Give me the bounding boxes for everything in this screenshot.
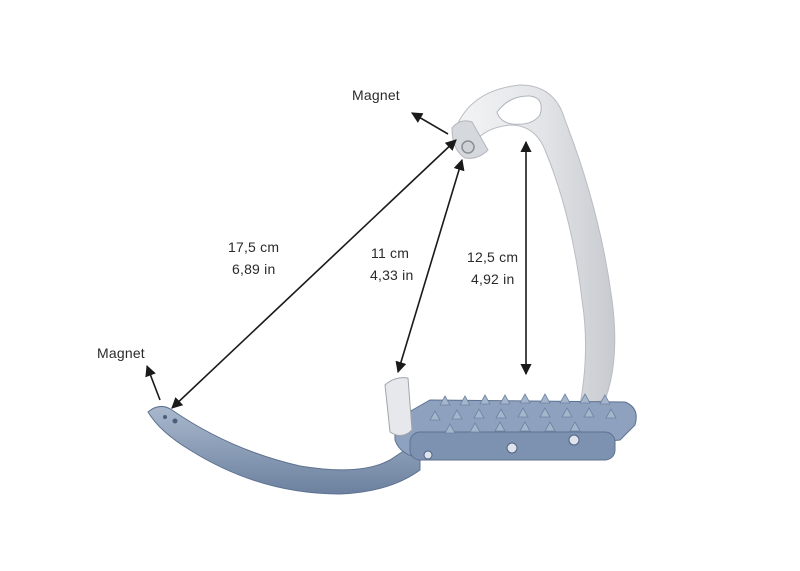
diagonal-cm-label: 17,5 cm bbox=[228, 239, 280, 255]
right-cm-label: 12,5 cm bbox=[467, 249, 519, 265]
stirrup-arch bbox=[451, 84, 616, 406]
magnet-top-label: Magnet bbox=[352, 87, 400, 103]
arrow-magnet-left bbox=[145, 364, 161, 401]
right-in-label: 4,92 in bbox=[471, 271, 515, 287]
middle-cm-label: 11 cm bbox=[371, 245, 410, 261]
arrow-magnet-top bbox=[411, 112, 449, 135]
magnet-left-icon bbox=[172, 418, 178, 424]
magnet-left-label: Magnet bbox=[97, 345, 145, 361]
magnet-top-icon bbox=[461, 140, 475, 154]
stirrup-tread bbox=[147, 377, 637, 495]
middle-in-label: 4,33 in bbox=[370, 267, 414, 283]
arrow-middle bbox=[395, 158, 465, 374]
diagonal-in-label: 6,89 in bbox=[232, 261, 276, 277]
measurement-arrows bbox=[145, 112, 532, 409]
